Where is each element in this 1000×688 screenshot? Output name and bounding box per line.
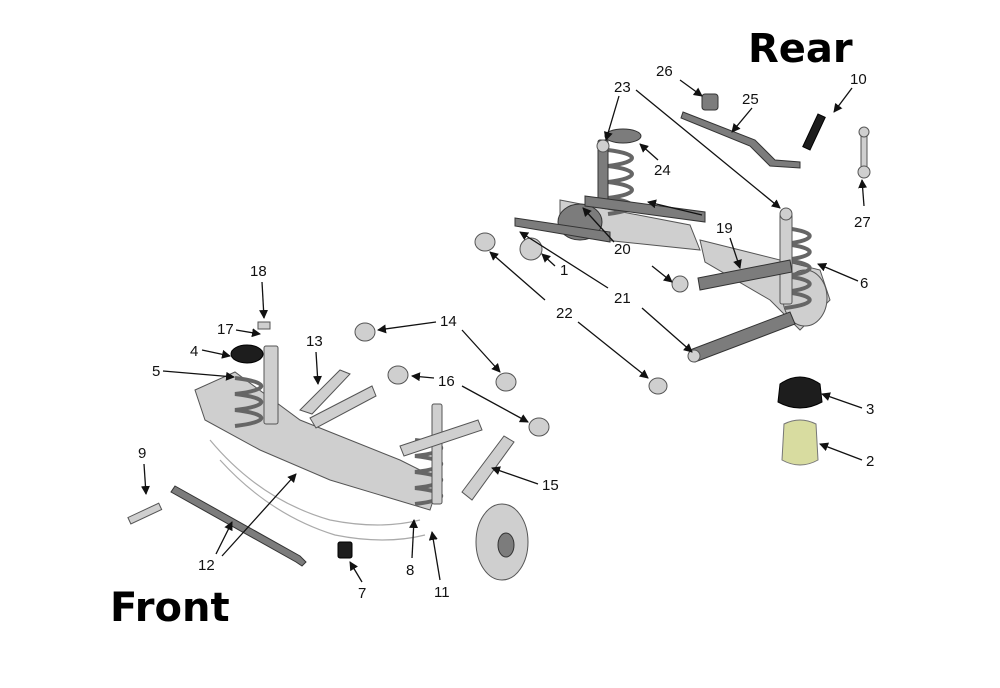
leader-23a: [603, 95, 620, 141]
callout-26: 26: [656, 63, 673, 80]
leader-15: [491, 466, 539, 485]
front-sway-bar-bushing: [337, 541, 353, 559]
callout-2: 2: [866, 453, 874, 470]
leader-12b: [221, 473, 297, 557]
callout-14: 14: [440, 313, 457, 330]
leader-22b: [577, 321, 649, 379]
leader-20: [582, 207, 615, 243]
rear-heading: Rear: [748, 26, 853, 72]
leader-22a: [489, 251, 546, 301]
leader-19b: [647, 199, 703, 216]
leader-3: [821, 392, 863, 409]
rear-track-bar-bolt: [802, 113, 826, 151]
callout-15: 15: [542, 477, 559, 494]
callout-10: 10: [850, 71, 867, 88]
callout-9: 9: [138, 445, 146, 462]
leader-13: [313, 351, 322, 385]
callout-6: 6: [860, 275, 868, 292]
rear-coil-spring-right: [784, 226, 812, 310]
leader-19: [729, 237, 742, 269]
front-track-bar-bolt: [127, 502, 163, 525]
leader-27: [858, 179, 868, 207]
leader-10: [833, 87, 853, 113]
rear-axle-nut: [519, 237, 543, 261]
callout-11: 11: [434, 584, 450, 601]
front-coil-spring-left: [234, 376, 263, 428]
rear-sway-bar-link: [857, 126, 871, 179]
rear-lower-control-arm: [687, 311, 796, 363]
front-upper-control-arm: [299, 369, 377, 429]
leader-11: [428, 531, 441, 581]
callout-23: 23: [614, 79, 631, 96]
leader-8: [409, 519, 419, 559]
leader-18: [259, 281, 269, 319]
callout-18: 18: [250, 263, 267, 280]
callout-13: 13: [306, 333, 323, 350]
leader-2: [819, 442, 863, 461]
leader-25: [731, 107, 753, 133]
leader-12a: [215, 521, 233, 555]
leader-26: [679, 79, 703, 97]
front-shock-right: [431, 403, 443, 505]
callout-4: 4: [190, 343, 198, 360]
leader-17: [235, 328, 261, 338]
callout-19: 19: [716, 220, 733, 237]
rear-spring-isolator: [604, 128, 642, 144]
jounce-bumper: [781, 419, 819, 466]
front-lower-control-arm: [399, 419, 515, 501]
leader-16b: [461, 385, 529, 423]
rear-shock-right: [779, 207, 793, 305]
leader-14a: [377, 321, 437, 334]
leader-16a: [411, 372, 435, 382]
front-heading: Front: [110, 585, 230, 631]
callout-3: 3: [866, 401, 874, 418]
rear-sway-bar-bushing: [701, 93, 719, 111]
front-rotor: [475, 503, 529, 581]
rear-shock-left: [596, 139, 610, 201]
leader-1: [541, 253, 556, 267]
leader-21b: [641, 307, 693, 353]
callout-17: 17: [217, 321, 234, 338]
front-spring-isolator: [230, 344, 264, 364]
rear-bushings: [474, 232, 689, 395]
callout-5: 5: [152, 363, 160, 380]
callout-leaders: [140, 79, 868, 583]
leader-21c: [651, 265, 673, 283]
front-track-bar: [170, 485, 307, 567]
callout-12: 12: [198, 557, 215, 574]
rear-track-bar: [680, 111, 801, 169]
leader-6: [817, 262, 859, 282]
leader-21a: [519, 231, 609, 289]
callout-7: 7: [358, 585, 366, 602]
leader-23b: [635, 89, 781, 209]
jounce-bumper-cup: [777, 376, 823, 409]
callout-27: 27: [854, 214, 871, 231]
callout-1: 1: [560, 262, 568, 279]
front-bushings: [354, 322, 550, 437]
callout-20: 20: [614, 241, 631, 258]
leader-14b: [461, 329, 501, 373]
leader-4: [201, 349, 231, 359]
leader-24: [639, 143, 659, 161]
leader-5: [162, 370, 235, 381]
callout-22: 22: [556, 305, 573, 322]
callout-8: 8: [406, 562, 414, 579]
front-shock-washer: [257, 321, 271, 330]
callout-21: 21: [614, 290, 631, 307]
callout-24: 24: [654, 162, 671, 179]
callout-25: 25: [742, 91, 759, 108]
callout-labels: 1 2 3 4 5 6 7 8 9 10 11 12 13 14 15 16 1…: [138, 63, 874, 602]
callout-16: 16: [438, 373, 455, 390]
leader-7: [349, 561, 363, 583]
leader-9: [140, 463, 150, 495]
front-shock-left: [263, 345, 279, 425]
